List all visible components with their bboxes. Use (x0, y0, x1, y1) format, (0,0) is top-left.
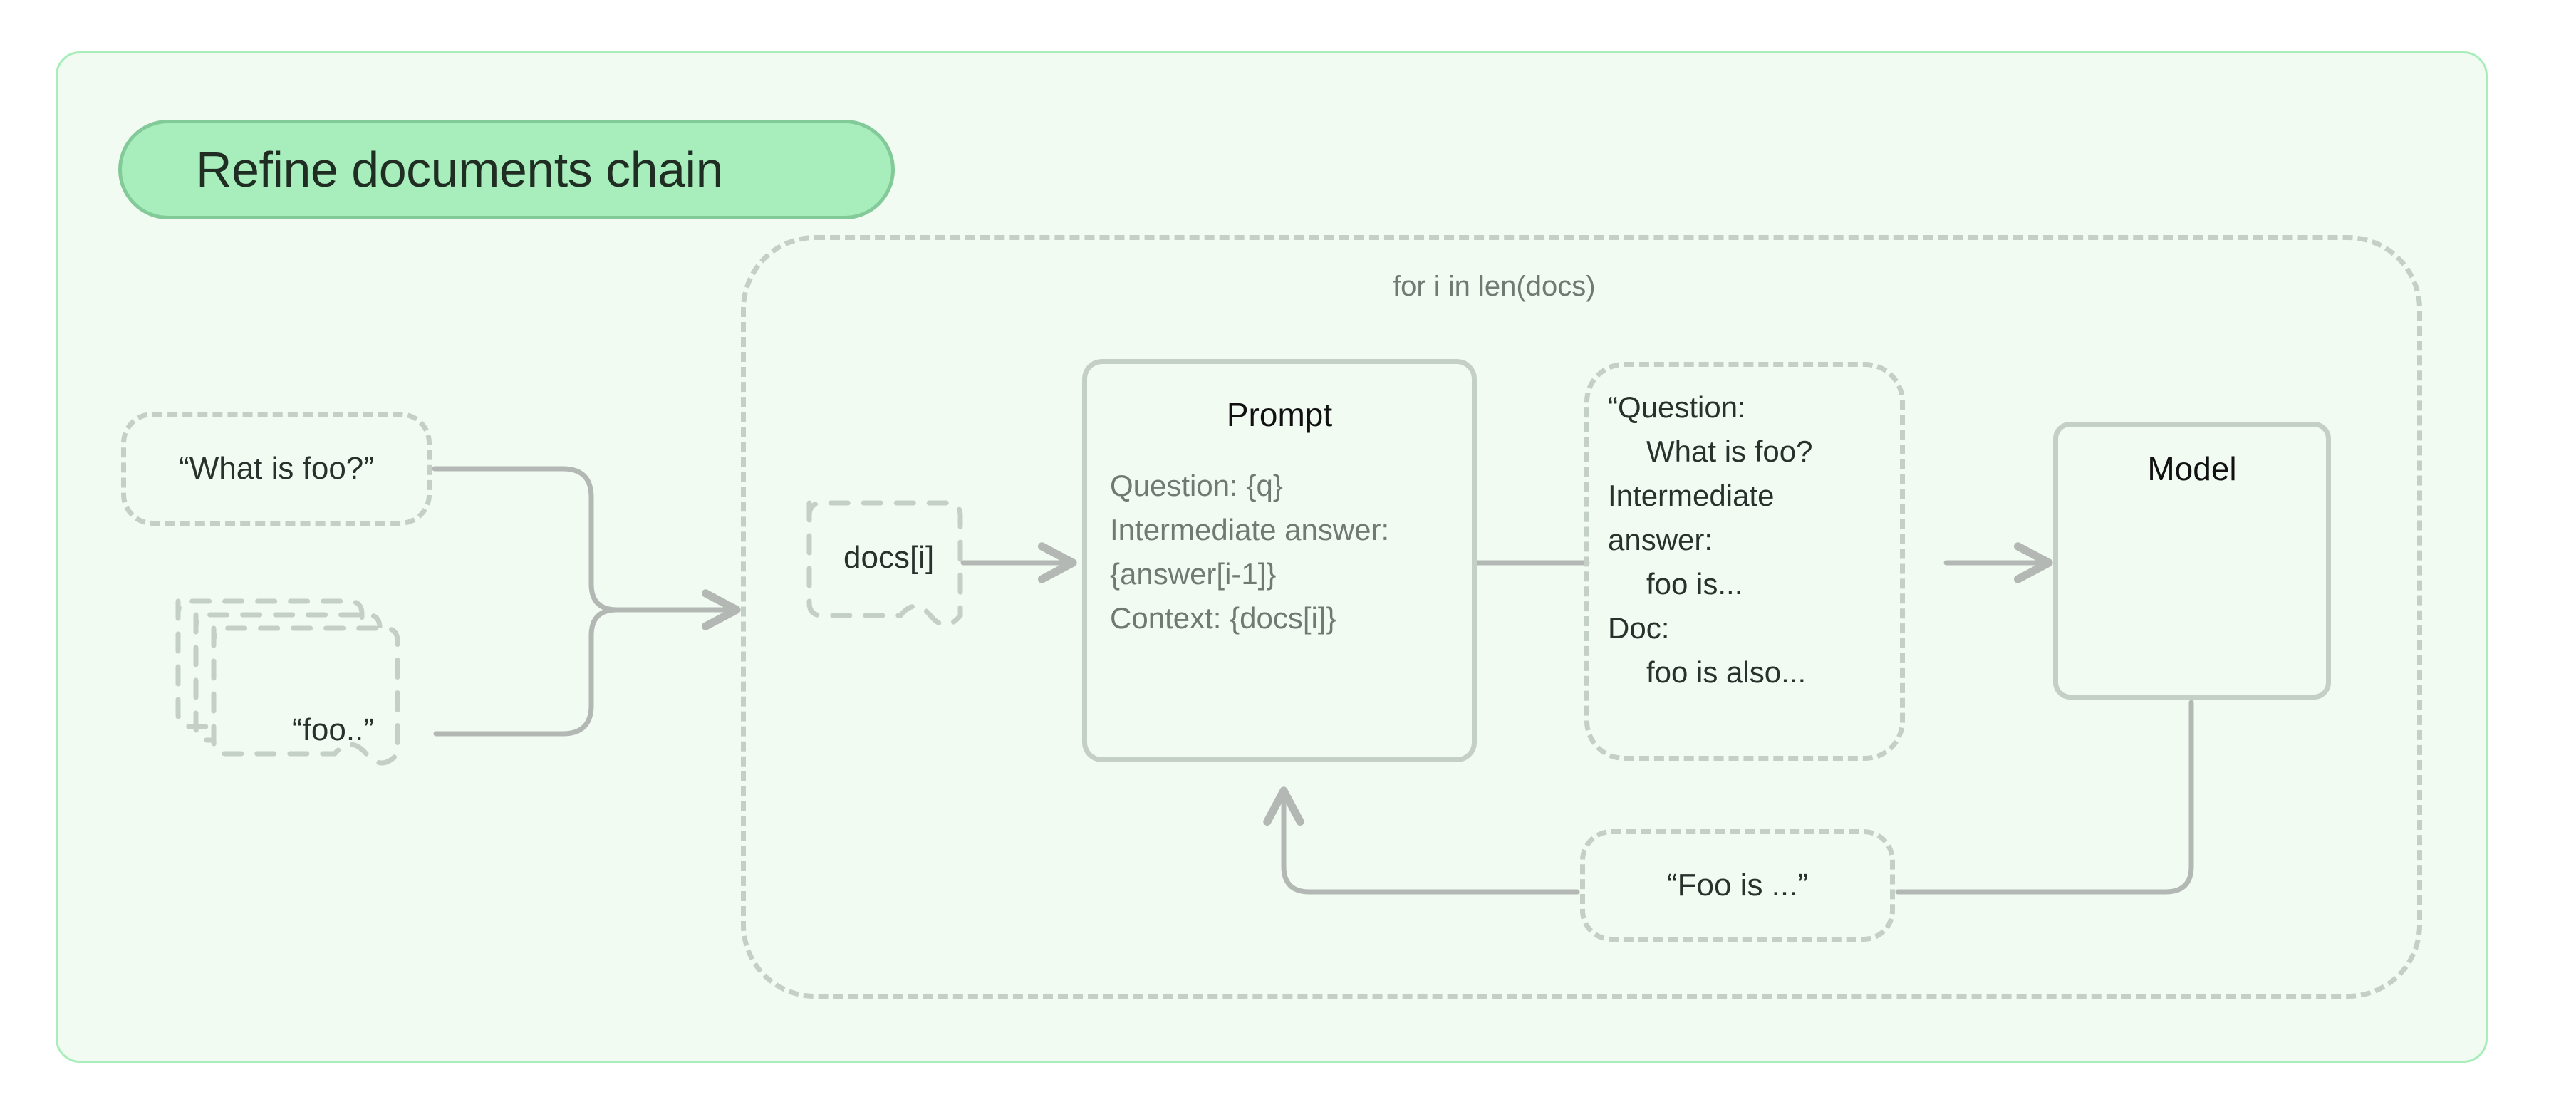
prompt-lines: Question: {q} Intermediate answer: {answ… (1087, 464, 1472, 640)
prompt-box: Prompt Question: {q} Intermediate answer… (1082, 359, 1477, 762)
node-docs-stack-label: “foo..” (292, 712, 374, 747)
node-foo-answer: “Foo is ...” (1580, 829, 1895, 942)
content-line: What is foo? (1646, 435, 1813, 468)
prompt-line: Intermediate answer: (1110, 513, 1390, 546)
prompt-line: Question: {q} (1110, 469, 1283, 502)
prompt-line: {answer[i-1]} (1110, 557, 1277, 591)
content-line: “Question: (1608, 390, 1746, 424)
node-question-label: “What is foo?” (179, 451, 374, 486)
content-line: foo is... (1646, 567, 1743, 601)
node-foo-answer-label: “Foo is ...” (1666, 868, 1809, 903)
loop-container (741, 235, 2422, 999)
prompt-line: Context: {docs[i]} (1110, 601, 1336, 635)
node-docs-i-label: docs[i] (843, 540, 935, 575)
prompt-title: Prompt (1226, 396, 1333, 433)
content-line: answer: (1608, 523, 1713, 556)
page-title: Refine documents chain (196, 142, 724, 197)
node-question: “What is foo?” (121, 412, 432, 526)
loop-label: for i in len(docs) (1393, 271, 1596, 302)
model-box: Model (2053, 422, 2331, 700)
content-line: foo is also... (1646, 655, 1807, 689)
content-line: Intermediate (1608, 479, 1775, 512)
model-title: Model (2147, 450, 2237, 487)
title-pill: Refine documents chain (118, 120, 895, 219)
content-line: Doc: (1608, 611, 1670, 645)
content-block: “Question: What is foo? Intermediate ans… (1584, 362, 1905, 761)
